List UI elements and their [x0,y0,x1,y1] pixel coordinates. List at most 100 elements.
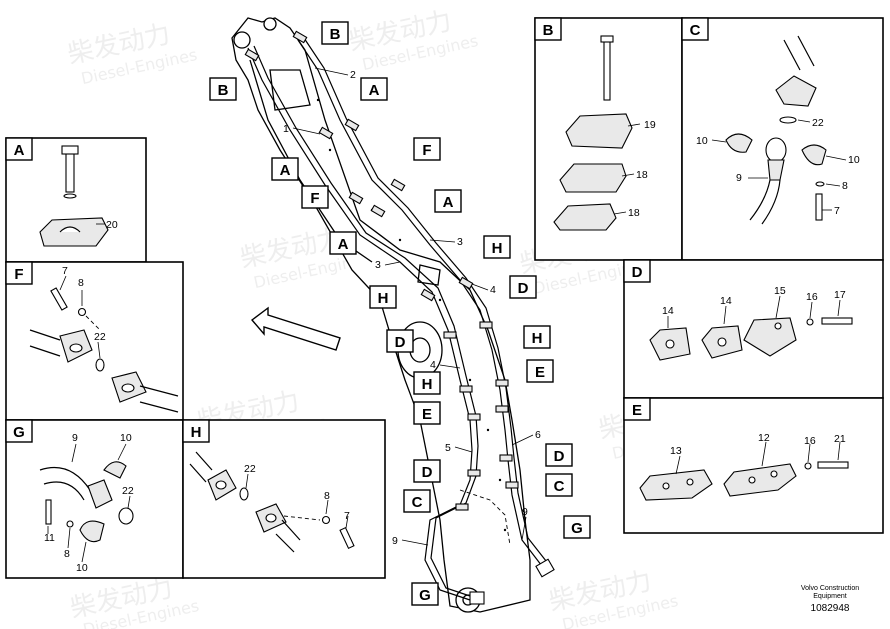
callout-tag: H [369,285,397,309]
hidden-hose [459,489,511,546]
callout-tag: D [386,329,414,353]
part-number: 10 [848,154,860,166]
panel-label: F [14,266,23,283]
part-number: 18 [628,207,640,219]
part-number: 10 [696,135,708,147]
callout-tag: E [526,359,554,383]
hose-line-1 [247,47,473,601]
callout-tag-label: H [532,330,543,347]
callout-tag: B [209,77,237,101]
callout-tag-label: C [412,494,423,511]
footer-block: Volvo Construction Equipment 1082948 [801,585,859,614]
part-number: 1 [283,123,289,135]
part-number: 8 [842,180,848,192]
callout-tag: F [301,185,329,209]
callout-tag: A [360,77,388,101]
callout-tag: C [403,489,431,513]
part-number: 8 [324,490,330,502]
callout-tag: A [271,157,299,181]
callout-tag: H [413,371,441,395]
part-number: 12 [758,432,770,444]
footer-company: Volvo Construction [801,585,859,592]
callout-tag: A [434,189,462,213]
detail-panel-c: C 22 10 10 9 8 7 [681,17,884,261]
part-number: 13 [670,445,682,457]
callout-tag-label: A [443,194,454,211]
detail-panel-h: H 22 8 7 [182,419,386,579]
detail-panel-a: A 20 [5,137,147,263]
part-number: 19 [644,119,656,131]
callout-tag: G [411,582,439,606]
hose-line-2b [303,37,551,567]
boom-holes [316,98,507,532]
callout-tag-label: B [218,82,229,99]
callout-tag-label: F [422,142,431,159]
part-number: 14 [720,295,732,307]
part-number: 22 [122,485,134,497]
panel-label: D [632,264,643,281]
part-number: 20 [106,219,118,231]
callout-tag: D [509,275,537,299]
boom-assembly [231,17,555,613]
part-number: 18 [636,169,648,181]
callout-tag: E [413,401,441,425]
part-number: 3 [457,236,463,248]
callout-tag-label: E [535,364,545,381]
boom-pin-top [263,17,277,31]
panel-label: B [543,22,554,39]
footer-company-2: Equipment [813,593,847,600]
part-number: 9 [736,172,742,184]
callout-tag: C [545,473,573,497]
detail-panel-d: D 14 14 15 16 17 [623,259,884,399]
callout-tag-label: A [280,162,291,179]
callout-tag-label: A [338,236,349,253]
drawing-number: 1082948 [811,603,850,614]
part-number: 10 [76,562,88,574]
panel-label: H [191,424,202,441]
part-number: 22 [94,331,106,343]
callout-tag: F [413,137,441,161]
callout-tag-label: B [330,26,341,43]
part-number: 17 [834,289,846,301]
callout-tag: H [483,235,511,259]
hose-clamps [244,30,519,511]
part-number: 8 [78,277,84,289]
callout-tag-label: H [422,376,433,393]
hose-connector [469,591,485,605]
part-number: 7 [344,510,350,522]
part-number: 6 [535,429,541,441]
callout-tag: D [545,443,573,467]
callout-tag: A [329,231,357,255]
part-number: 10 [120,432,132,444]
callout-tag: D [413,459,441,483]
part-number: 3 [375,259,381,271]
boom-pin-top [233,31,251,49]
callout-tag: H [523,325,551,349]
part-number: 4 [430,359,436,371]
callout-tag: G [563,515,591,539]
direction-arrow [250,306,341,351]
part-number: 15 [774,285,786,297]
part-number: 9 [392,535,398,547]
part-number: 2 [350,69,356,81]
part-number: 22 [244,463,256,475]
callout-tag-label: D [518,280,529,297]
hose-line-1b [253,45,479,599]
hose-connector [535,558,555,578]
callout-tag-label: G [571,520,583,537]
part-number: 21 [834,433,846,445]
part-number: 16 [804,435,816,447]
detail-panel-e: E 13 12 16 21 [623,397,884,534]
callout-tag-label: C [554,478,565,495]
main-part-numbers: 2 1 3 3 4 4 5 6 9 9 [283,67,541,547]
part-number: 9 [72,432,78,444]
callout-tag-label: H [492,240,503,257]
callout-tag-label: F [310,190,319,207]
callout-tag-label: H [378,290,389,307]
part-number: 22 [812,117,824,129]
callout-tag-label: D [395,334,406,351]
part-number: 7 [834,205,840,217]
panel-label: G [13,424,25,441]
callout-tag-label: A [369,82,380,99]
